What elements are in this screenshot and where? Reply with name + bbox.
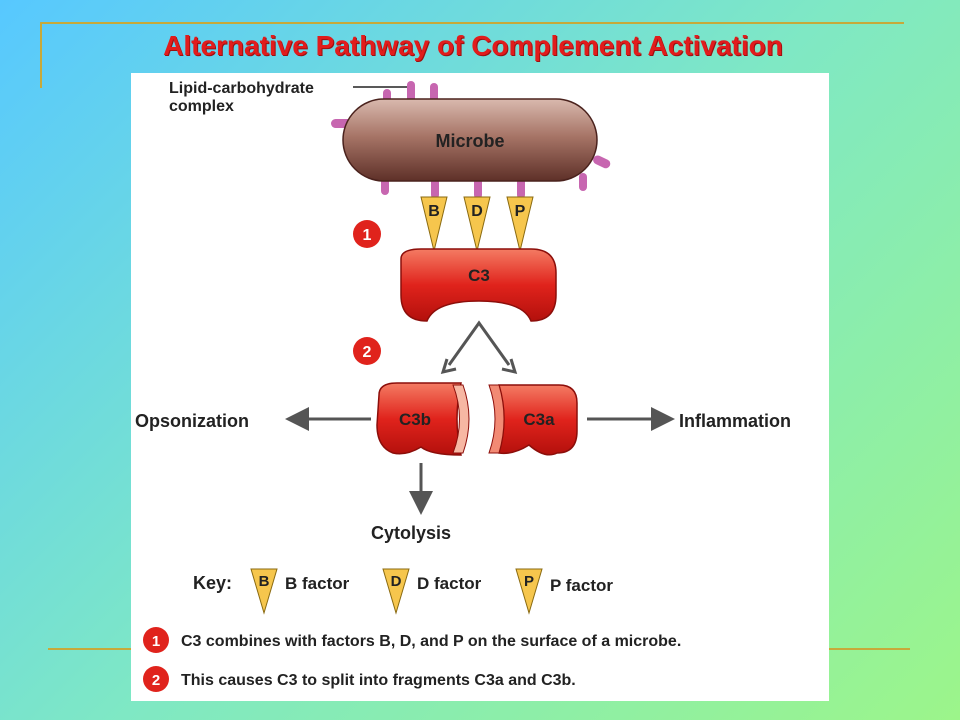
c3a-label: C3a [523, 410, 555, 429]
svg-text:P: P [524, 573, 534, 590]
microbe-label: Microbe [435, 131, 504, 151]
svg-text:P: P [515, 203, 526, 220]
diagram-panel: Lipid-carbohydrate complex Microbe B D [131, 73, 829, 701]
svg-text:D: D [471, 203, 483, 220]
step1-badge: 1 [353, 220, 381, 248]
key-p-text: P factor [550, 576, 613, 595]
lipid-label-line1: Lipid-carbohydrate [169, 80, 314, 97]
svg-text:B: B [428, 203, 440, 220]
left-rule [40, 22, 42, 88]
pathway-diagram: Lipid-carbohydrate complex Microbe B D [135, 80, 791, 692]
key-p-marker: P [515, 568, 543, 615]
top-rule [40, 22, 904, 24]
svg-text:C3 combines with factors B, D,: C3 combines with factors B, D, and P on … [181, 633, 681, 650]
microbe-body [342, 98, 598, 182]
factor-d-marker: D [463, 196, 491, 252]
svg-text:B: B [259, 573, 270, 590]
svg-text:This causes C3 to split into f: This causes C3 to split into fragments C… [181, 672, 576, 689]
svg-text:1: 1 [363, 227, 372, 244]
cytolysis-label: Cytolysis [371, 523, 451, 543]
lipid-label-line2: complex [169, 98, 234, 115]
opsonization-label: Opsonization [135, 411, 249, 431]
c3-label: C3 [468, 266, 490, 285]
svg-text:D: D [391, 573, 402, 590]
note-2: 2 This causes C3 to split into fragments… [143, 666, 576, 692]
key-d-text: D factor [417, 574, 482, 593]
inflammation-label: Inflammation [679, 411, 791, 431]
factor-p-marker: P [506, 196, 534, 252]
factor-b-marker: B [420, 196, 448, 252]
svg-text:1: 1 [152, 633, 160, 650]
key-d-marker: D [382, 568, 410, 615]
step2-badge: 2 [353, 337, 381, 365]
slide-title: Alternative Pathway of Complement Activa… [163, 30, 783, 61]
c3b-label: C3b [399, 410, 431, 429]
key-b-text: B factor [285, 574, 350, 593]
svg-text:2: 2 [363, 344, 372, 361]
c3b-fragment [376, 382, 462, 456]
c3-molecule [400, 248, 557, 322]
split-arrows [447, 320, 511, 366]
key-b-marker: B [250, 568, 278, 615]
svg-text:2: 2 [152, 672, 160, 689]
note-1: 1 C3 combines with factors B, D, and P o… [143, 627, 681, 653]
key-label: Key: [193, 573, 232, 593]
